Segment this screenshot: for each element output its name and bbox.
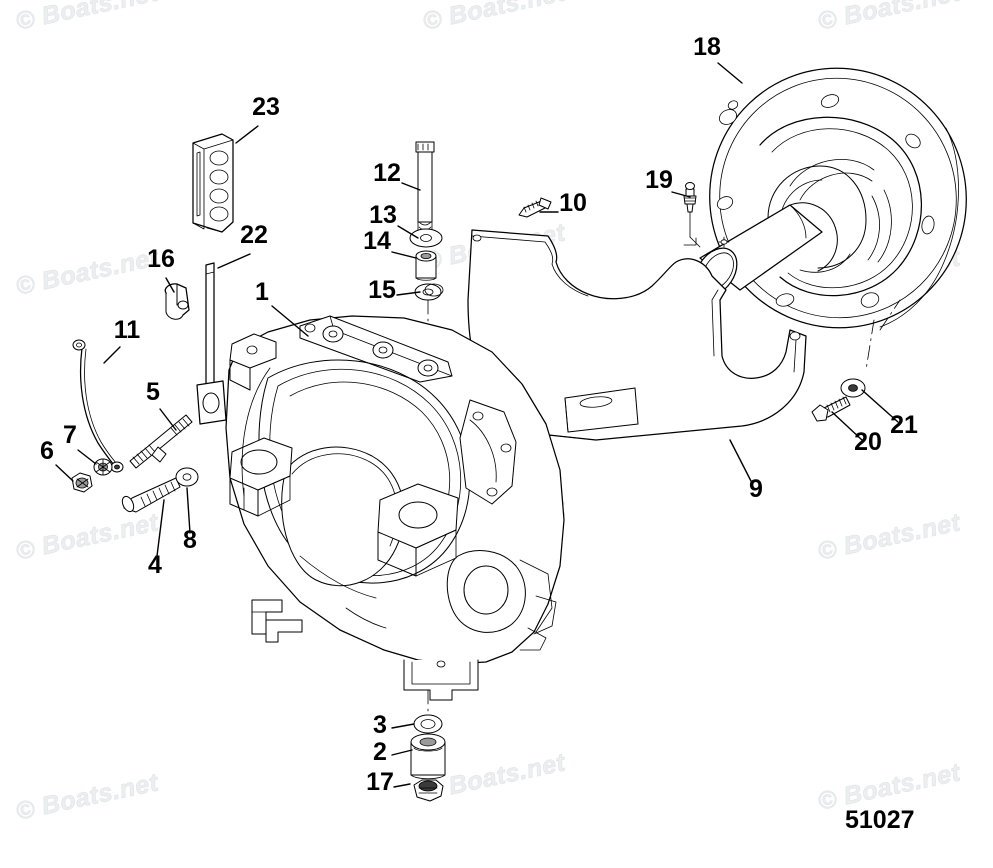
callout-leader-line-15 [396,291,421,296]
part-18-drive-coupler-flange [683,67,967,371]
callout-leader-line-2 [391,749,413,756]
callout-leader-line-22 [217,253,251,269]
part-19-grease-fitting [683,182,697,238]
callout-leader-line-3 [391,723,415,729]
callout-number-18[interactable]: 18 [693,33,721,61]
callout-leader-line-16 [165,277,175,293]
part-8-flat-washer [175,467,199,487]
callout-leader-line-5 [159,408,177,431]
callout-number-5[interactable]: 5 [146,378,160,406]
part-1-flywheel-housing [225,315,565,701]
callout-number-23[interactable]: 23 [252,93,280,121]
callout-leader-line-19 [671,191,691,198]
callout-leader-line-21 [861,389,899,423]
callout-number-13[interactable]: 13 [369,201,397,229]
callout-leader-line-6 [55,464,74,482]
callout-number-4[interactable]: 4 [148,551,162,579]
callout-number-11[interactable]: 11 [114,316,141,344]
part-6-locknut [71,472,93,493]
callout-number-14[interactable]: 14 [363,227,391,255]
callout-number-1[interactable]: 1 [255,278,269,306]
part-17-locknut [413,779,444,802]
callout-number-3[interactable]: 3 [373,711,387,739]
callout-number-2[interactable]: 2 [373,738,387,766]
part-12-long-bolt [415,141,435,247]
part-20-hex-bolt [811,396,851,422]
callout-number-20[interactable]: 20 [854,428,882,456]
callout-number-12[interactable]: 12 [373,159,401,187]
part-10-screw [518,197,552,218]
callout-leader-line-17 [393,783,411,788]
callout-leader-line-23 [235,125,259,144]
part-14-spacer [415,250,437,281]
part-7-lock-washer [93,458,113,476]
part-23-bracket-block [192,133,234,233]
part-22-dipstick-tube [196,262,227,425]
callout-number-22[interactable]: 22 [240,221,268,249]
callout-leader-line-20 [831,411,863,441]
callout-leader-line-4 [156,499,165,557]
callout-leader-line-12 [401,182,421,191]
callout-number-7[interactable]: 7 [63,421,77,449]
callout-leader-line-14 [391,251,417,259]
callout-number-10[interactable]: 10 [559,189,587,217]
part-13-washer [409,228,443,248]
callout-leader-line-13 [397,225,419,239]
callout-number-15[interactable]: 15 [368,276,396,304]
callout-leader-line-11 [103,346,121,364]
callout-number-6[interactable]: 6 [40,437,54,465]
part-16-clamp [164,283,190,320]
callout-leader-line-1 [271,305,309,337]
part-9-shield [467,229,807,441]
callout-leader-line-8 [186,487,191,534]
part-5-stud [129,414,193,469]
callout-number-19[interactable]: 19 [645,166,673,194]
part-4-bolt [121,477,181,513]
diagram-id-text: 51027 [845,806,915,834]
callout-leader-line-9 [729,439,753,484]
callout-leader-line-18 [717,62,743,84]
callout-number-21[interactable]: 21 [890,411,918,439]
part-3-washer [413,714,443,734]
callout-number-17[interactable]: 17 [366,768,394,796]
callout-number-8[interactable]: 8 [183,526,197,554]
callout-number-9[interactable]: 9 [749,475,763,503]
callout-leader-line-7 [77,449,97,465]
part-2-mount-bushing [410,733,446,780]
part-11-ground-strap [72,339,124,473]
callout-number-16[interactable]: 16 [147,245,175,273]
part-21-washer [840,378,866,398]
